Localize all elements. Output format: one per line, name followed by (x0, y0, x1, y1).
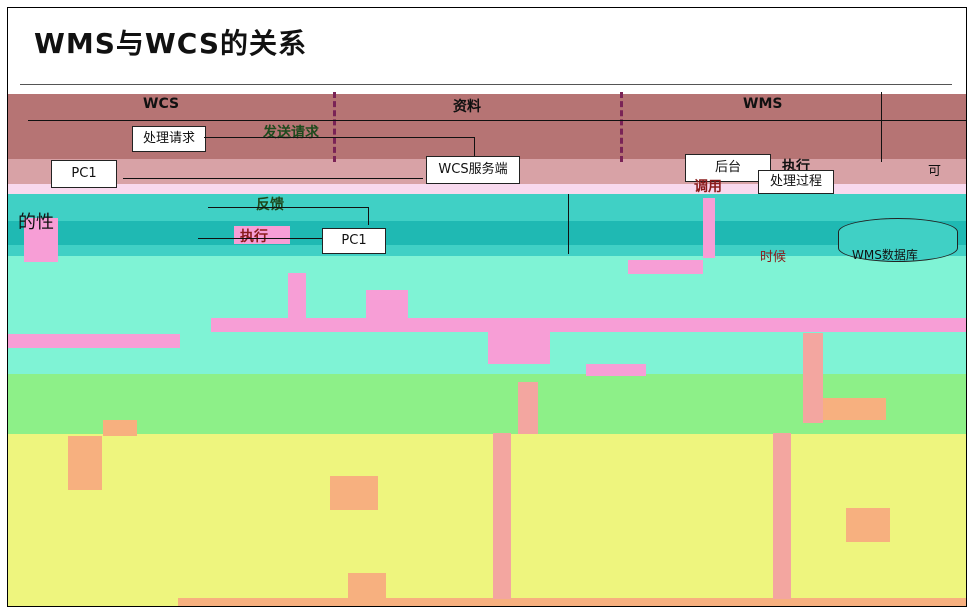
slide-title: WMS与WCS的关系 (34, 27, 308, 60)
title-divider (20, 84, 952, 85)
call-label: 调用 (694, 179, 722, 195)
artifact-block (493, 433, 511, 599)
pc1-mid-label: PC1 (341, 233, 367, 248)
process-request-label: 处理请求 (142, 131, 195, 146)
execute-mid-bg (234, 226, 290, 244)
wms-db-label: WMS数据库 (852, 248, 918, 262)
header-data: 资料 (453, 99, 481, 115)
request-arrow (204, 137, 474, 138)
execute-mid-label: 执行 (240, 229, 268, 245)
artifact-block (808, 398, 886, 420)
slide-frame: WMS与WCS的关系 WCS 资料 WMS 处理请求 发送请求 PC1 (7, 7, 967, 607)
process-request-box: 处理请求 (132, 126, 206, 152)
lane-line (881, 92, 882, 162)
artifact-block (488, 330, 550, 364)
small-label: 可 (928, 164, 942, 179)
artifact-block (8, 334, 180, 348)
band-cyan-dark (8, 221, 966, 245)
pc1-top-label: PC1 (71, 166, 97, 181)
band-pink-strip (8, 184, 966, 194)
server-vertical (568, 194, 569, 254)
artifact-block (330, 476, 378, 510)
artifact-block (68, 436, 102, 490)
pc1-top-box: PC1 (51, 160, 117, 188)
pc-return-arrow (123, 178, 423, 179)
pc1-mid-box: PC1 (322, 228, 386, 254)
artifact-block (628, 260, 703, 274)
wms-db-cylinder (838, 218, 958, 262)
backend-label: 后台 (714, 160, 741, 175)
process-flow-box: 处理过程 (758, 170, 834, 194)
artifact-block (366, 290, 408, 320)
lane-separator (333, 92, 336, 162)
lane-separator (620, 92, 623, 162)
artifact-block (846, 508, 890, 542)
feedback-arrow (208, 207, 368, 208)
row-divider (28, 120, 966, 121)
wcs-server-box: WCS服务端 (426, 156, 520, 184)
pc-link (198, 238, 322, 239)
band-yellow (8, 434, 966, 606)
header-wms: WMS (743, 96, 783, 112)
wcs-server-label: WCS服务端 (438, 162, 508, 177)
artifact-block (178, 598, 966, 606)
send-request-label: 发送请求 (263, 125, 319, 141)
feedback-arrow-down (368, 207, 369, 225)
artifact-block (24, 218, 58, 262)
feedback-label: 反馈 (256, 197, 284, 213)
request-arrow-down (474, 137, 475, 157)
artifact-block (518, 382, 538, 434)
artifact-block (803, 333, 823, 423)
property-label: 的性 (18, 212, 54, 233)
artifact-block (586, 364, 646, 376)
process-flow-label: 处理过程 (769, 174, 822, 189)
artifact-block (288, 273, 306, 321)
artifact-block (211, 318, 966, 332)
middle-label: 时候 (760, 250, 787, 265)
artifact-block (773, 433, 791, 599)
header-wcs: WCS (143, 96, 180, 112)
artifact-block (703, 198, 715, 258)
backend-box: 后台 (685, 154, 771, 182)
artifact-block (103, 420, 137, 436)
